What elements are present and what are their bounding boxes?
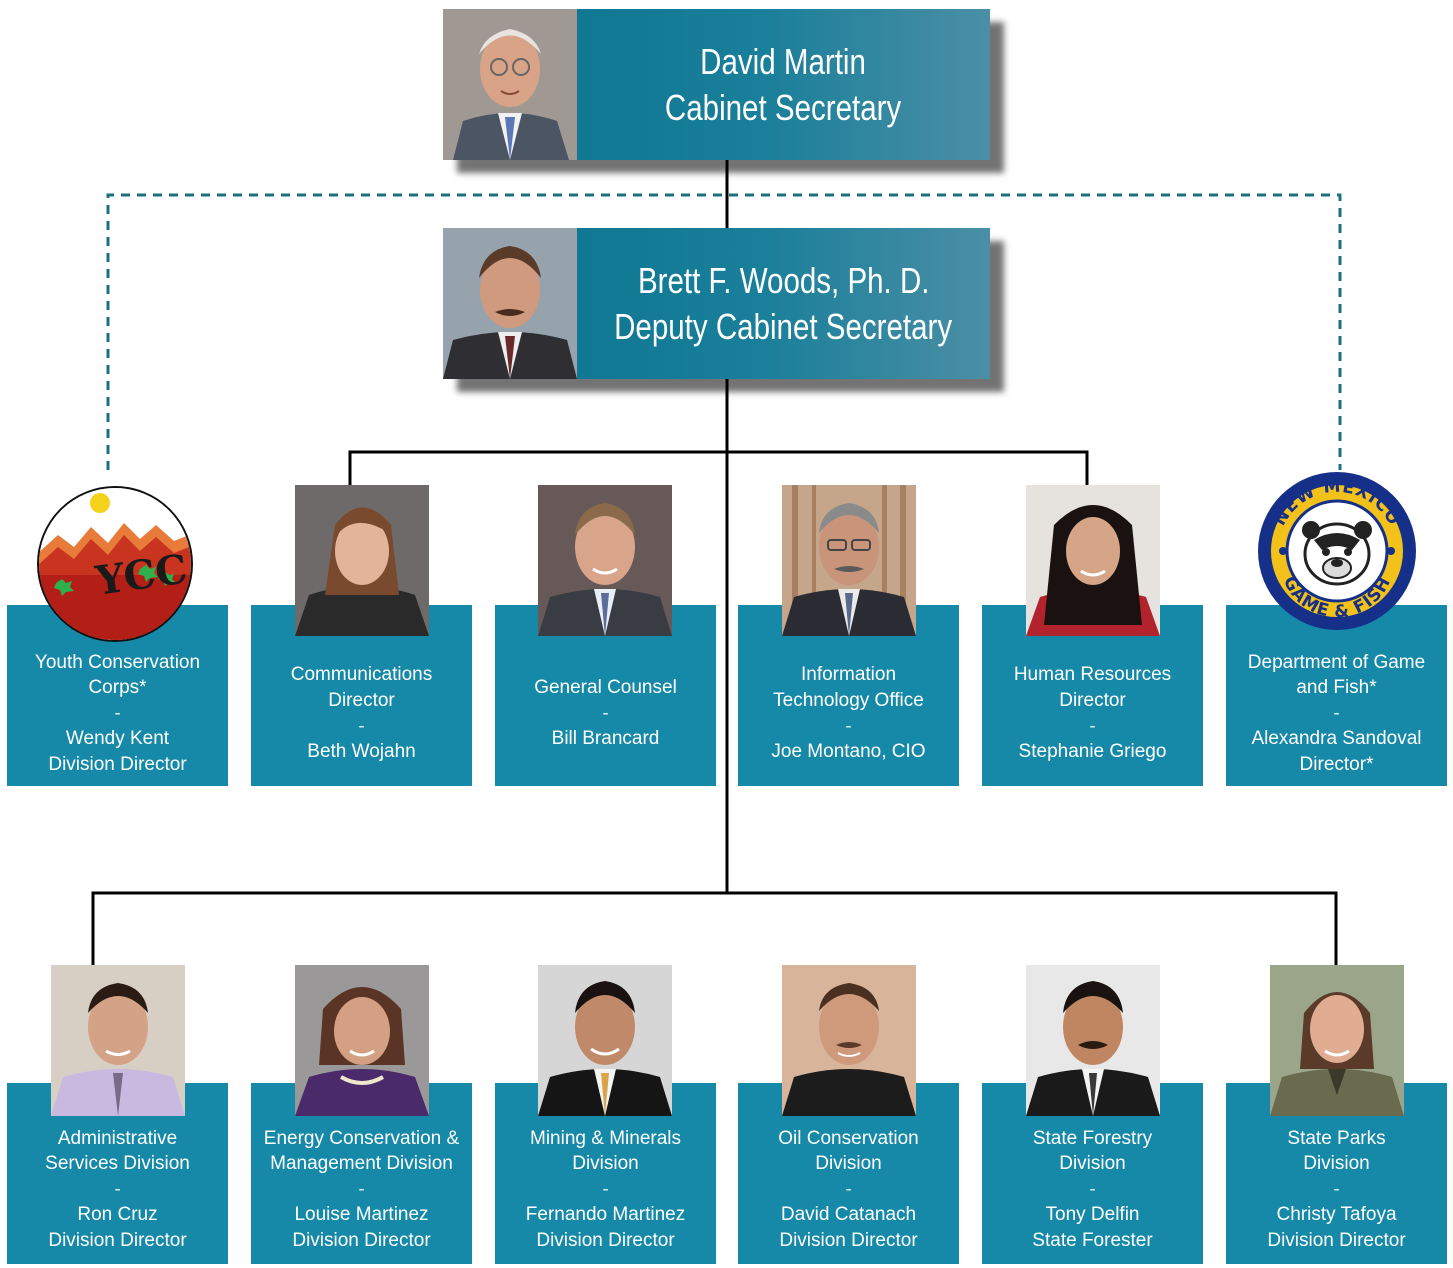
person-title: Division Director <box>48 1229 187 1251</box>
secretary-title: Cabinet Secretary <box>665 86 902 128</box>
division-card-text: Administrative Services Division - Ron C… <box>7 1115 228 1264</box>
person-title: Division Director <box>1267 1229 1406 1251</box>
unit-line: Human Resources <box>1013 664 1172 686</box>
person-name: Fernando Martinez <box>525 1204 686 1226</box>
unit-line: State Forestry <box>1032 1127 1153 1149</box>
person-name: David Catanach <box>780 1204 917 1226</box>
unit-line: Division <box>1303 1153 1370 1175</box>
unit-line: Technology Office <box>773 689 924 711</box>
ycc-logo-icon: YCC <box>36 485 194 648</box>
separator: - <box>1089 715 1096 737</box>
person-title: Division Director <box>536 1229 675 1251</box>
unit-line: Communications <box>290 664 433 686</box>
division-card-text: State Parks Division - Christy Tafoya Di… <box>1226 1115 1447 1264</box>
person-title: Division Director <box>779 1229 918 1251</box>
photo-forestry-director <box>1026 965 1160 1116</box>
unit-line: Administrative <box>57 1127 178 1149</box>
staff-card-text: Human Resources Director - Stephanie Gri… <box>982 641 1203 786</box>
staff-card-text: Information Technology Office - Joe Mont… <box>738 641 959 786</box>
person-title: State Forester <box>1032 1229 1153 1251</box>
unit-line: State Parks <box>1287 1127 1386 1149</box>
separator: - <box>358 1178 365 1200</box>
division-card-text: State Forestry Division - Tony Delfin St… <box>982 1115 1203 1264</box>
photo-energy-director <box>295 965 429 1116</box>
person-title: Division Director <box>292 1229 431 1251</box>
staff-card-text: Youth Conservation Corps* - Wendy Kent D… <box>7 641 228 786</box>
photo-communications-director <box>295 485 429 636</box>
division-card-text: Mining & Minerals Division - Fernando Ma… <box>495 1115 716 1264</box>
staff-bracket <box>348 450 1089 485</box>
nm-game-fish-logo-icon: NEW MEXICO GAME & FISH <box>1256 470 1418 637</box>
division-bracket <box>91 891 1338 965</box>
deputy-label: Brett F. Woods, Ph. D. Deputy Cabinet Se… <box>577 228 990 379</box>
exec-box-deputy: Brett F. Woods, Ph. D. Deputy Cabinet Se… <box>443 228 990 379</box>
person-name: Stephanie Griego <box>1018 741 1167 763</box>
person-name: Ron Cruz <box>77 1204 158 1226</box>
person-name: Wendy Kent <box>65 728 170 750</box>
staff-card-text: Department of Game and Fish* - Alexandra… <box>1226 641 1447 786</box>
person-name: Alexandra Sandoval <box>1251 728 1422 750</box>
staff-card-text: General Counsel - Bill Brancard <box>495 641 716 786</box>
person-name: Beth Wojahn <box>307 741 416 763</box>
unit-line: Department of Game <box>1247 651 1426 673</box>
separator: - <box>358 715 365 737</box>
separator: - <box>845 1178 852 1200</box>
unit-line: Director <box>1059 689 1126 711</box>
unit-line: Corps* <box>88 677 147 699</box>
separator: - <box>114 702 121 724</box>
unit-line: Director <box>328 689 395 711</box>
secretary-label: David Martin Cabinet Secretary <box>577 9 990 160</box>
deputy-photo <box>443 228 577 379</box>
unit-line: Mining & Minerals <box>530 1127 681 1149</box>
unit-line: Information <box>800 664 897 686</box>
staff-card-text: Communications Director - Beth Wojahn <box>251 641 472 786</box>
person-title: Director* <box>1299 753 1374 775</box>
deputy-name: Brett F. Woods, Ph. D. <box>637 259 930 301</box>
unit-line: Energy Conservation & <box>263 1127 460 1149</box>
unit-line: Youth Conservation <box>34 651 201 673</box>
separator: - <box>602 702 609 724</box>
person-name: Bill Brancard <box>551 728 660 750</box>
unit-line: Services Division <box>45 1153 190 1175</box>
staff-card-general-counsel: General Counsel - Bill Brancard <box>495 605 716 786</box>
division-card-text: Energy Conservation & Management Divisio… <box>251 1115 472 1264</box>
unit-line: General Counsel <box>534 677 677 699</box>
division-card-text: Oil Conservation Division - David Catana… <box>738 1115 959 1264</box>
separator: - <box>1333 702 1340 724</box>
unit-line: Division <box>572 1153 639 1175</box>
person-name: Joe Montano, CIO <box>771 741 926 763</box>
separator: - <box>114 1178 121 1200</box>
separator: - <box>1089 1178 1096 1200</box>
photo-parks-director <box>1270 965 1404 1116</box>
person-name: Christy Tafoya <box>1276 1204 1397 1226</box>
secretary-name: David Martin <box>700 40 867 82</box>
photo-human-resources <box>1026 485 1160 636</box>
unit-line: Management Division <box>270 1153 453 1175</box>
photo-it-office <box>782 485 916 636</box>
secretary-photo <box>443 9 577 160</box>
exec-box-secretary: David Martin Cabinet Secretary <box>443 9 990 160</box>
separator: - <box>1333 1178 1340 1200</box>
person-name: Louise Martinez <box>294 1204 429 1226</box>
photo-mining-director <box>538 965 672 1116</box>
person-name: Tony Delfin <box>1045 1204 1140 1226</box>
photo-general-counsel <box>538 485 672 636</box>
photo-oil-director <box>782 965 916 1116</box>
unit-line: Oil Conservation <box>778 1127 919 1149</box>
separator: - <box>602 1178 609 1200</box>
person-title: Division Director <box>48 753 187 775</box>
separator: - <box>845 715 852 737</box>
unit-line: Division <box>815 1153 882 1175</box>
photo-administrative-director <box>51 965 185 1116</box>
unit-line: Division <box>1059 1153 1126 1175</box>
staff-card-game-fish: Department of Game and Fish* - Alexandra… <box>1226 605 1447 786</box>
deputy-title: Deputy Cabinet Secretary <box>614 305 953 347</box>
unit-line: and Fish* <box>1296 677 1377 699</box>
